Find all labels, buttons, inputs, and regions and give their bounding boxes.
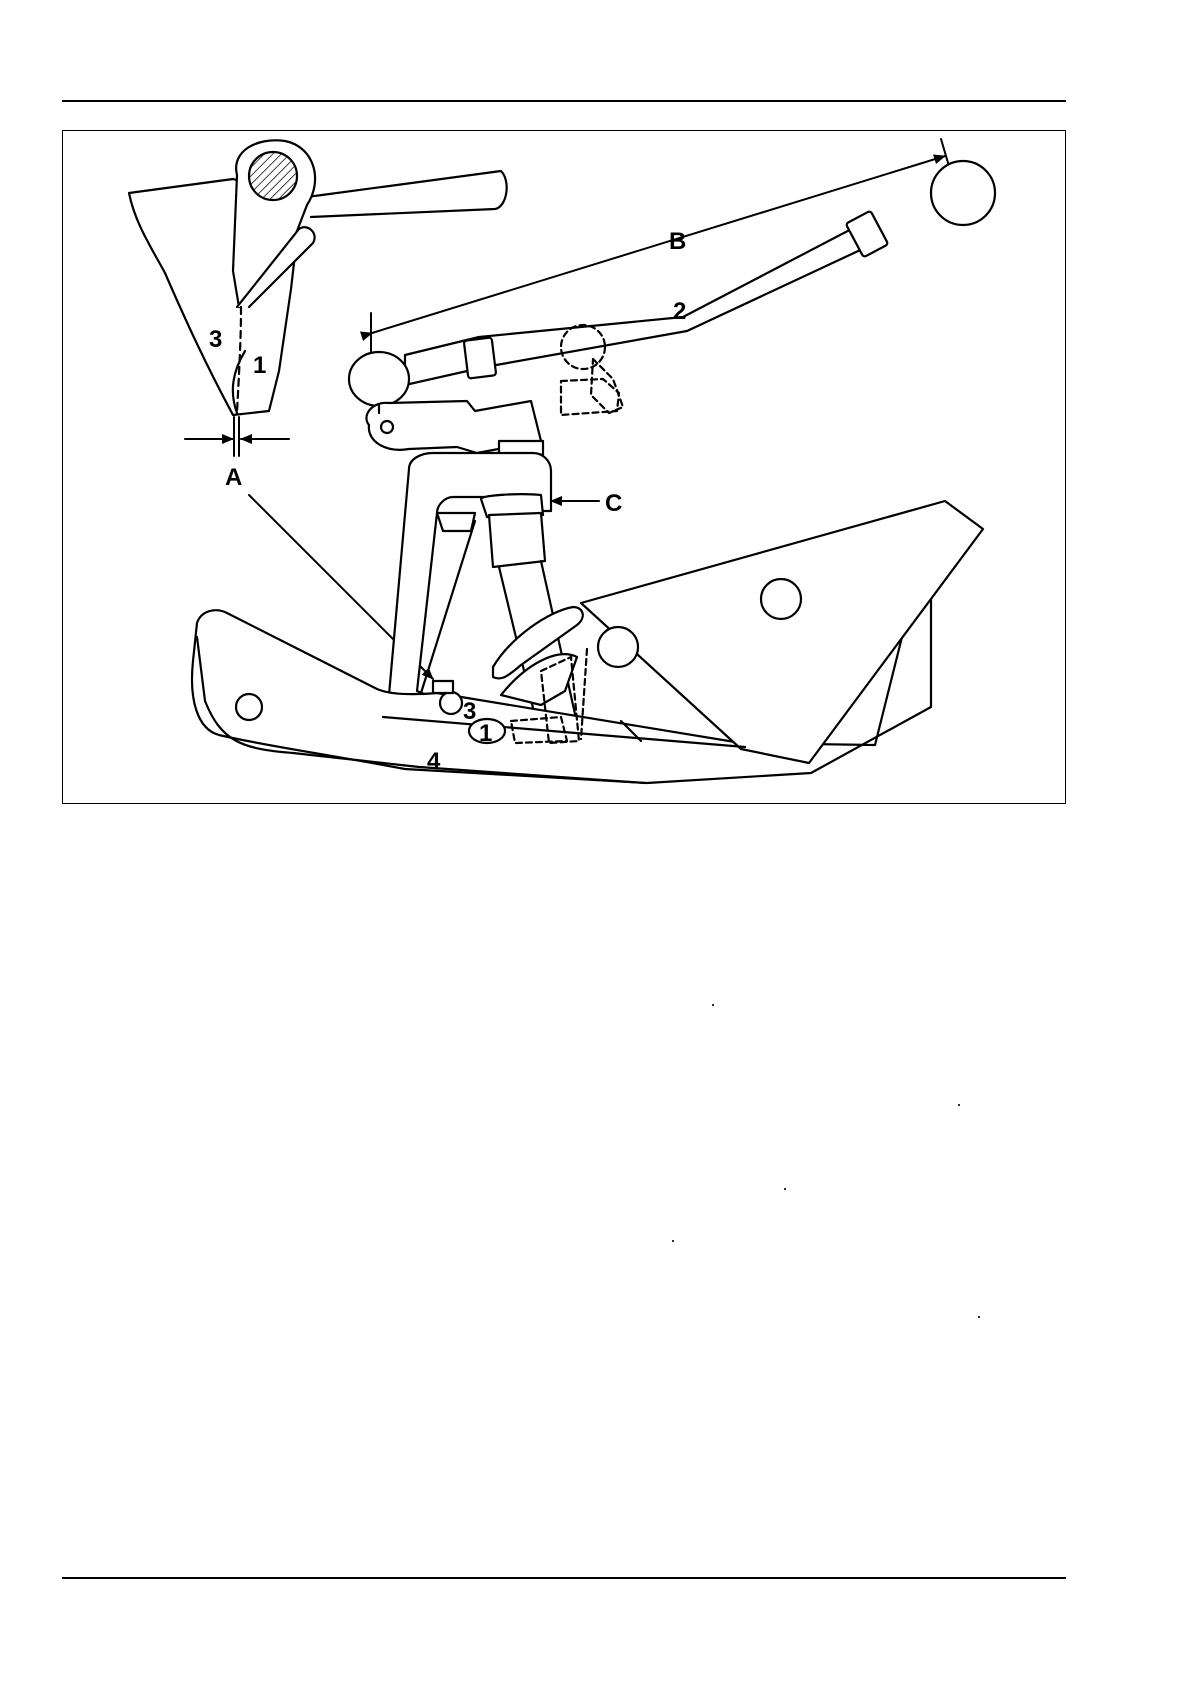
callout-part-4: 4 [427,748,441,775]
scan-speck [712,1004,714,1006]
callout-part-3-lower: 3 [463,698,476,725]
footer-rule [62,1577,1066,1579]
callout-part-2: 2 [673,298,686,325]
callout-dimension-a: A [225,464,242,491]
callout-dimension-b: B [669,228,686,255]
callout-part-1-lower: 1 [479,720,492,747]
upper-linkage-arm [366,401,543,455]
scan-speck [978,1316,980,1318]
scan-speck [784,1188,786,1190]
callout-dimension-c: C [605,490,622,517]
callout-part-1-upper: 1 [253,352,266,379]
callout-part-3-upper: 3 [209,326,222,353]
technical-illustration-frame: 3 1 A B 2 C 3 1 4 [62,130,1066,804]
base-plate-bracket [192,501,983,783]
scan-speck [958,1104,960,1106]
scan-speck [672,1240,674,1242]
